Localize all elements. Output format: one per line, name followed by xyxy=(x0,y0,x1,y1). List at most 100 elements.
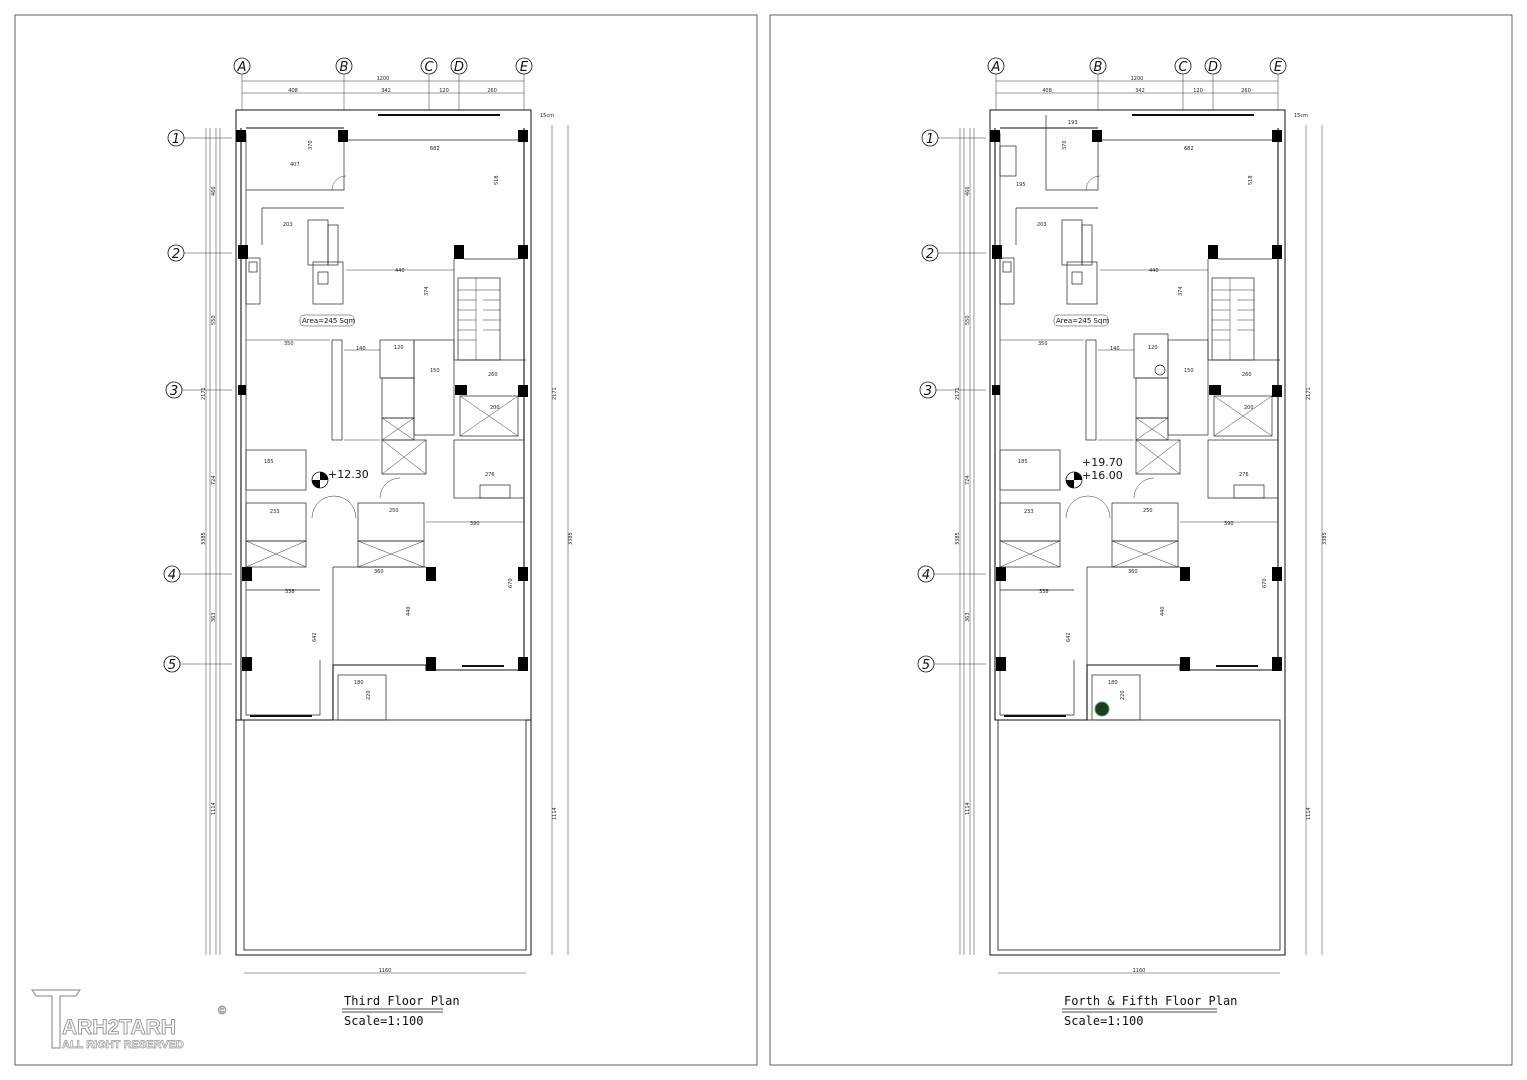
svg-text:©: © xyxy=(218,1005,226,1017)
svg-text:1200: 1200 xyxy=(1131,76,1144,82)
svg-text:140: 140 xyxy=(1110,346,1120,352)
svg-text:518: 518 xyxy=(1248,175,1254,185)
svg-text:466: 466 xyxy=(965,186,971,196)
svg-text:3385: 3385 xyxy=(201,532,207,545)
svg-text:390: 390 xyxy=(470,521,480,527)
svg-text:4: 4 xyxy=(168,568,176,583)
svg-text:342: 342 xyxy=(1135,88,1145,94)
svg-text:374: 374 xyxy=(1178,286,1184,296)
svg-text:1: 1 xyxy=(926,132,934,147)
grid-column-b-2: B xyxy=(1089,57,1107,110)
svg-text:670: 670 xyxy=(1262,578,1268,588)
svg-text:408: 408 xyxy=(1042,88,1052,94)
svg-text:2: 2 xyxy=(926,247,934,262)
svg-text:4: 4 xyxy=(922,568,930,583)
svg-text:120: 120 xyxy=(1193,88,1203,94)
grid-column-c-2: C xyxy=(1174,57,1192,110)
level-marker: +12.30 xyxy=(311,468,369,489)
svg-text:670: 670 xyxy=(508,578,514,588)
top-dim-1: 408 xyxy=(288,88,298,94)
svg-text:150: 150 xyxy=(430,368,440,374)
svg-text:ARH2TARH: ARH2TARH xyxy=(62,1016,176,1039)
brand-logo: ARH2TARH ALL RIGHT RESERVED © xyxy=(30,989,226,1051)
grid-column-c: C xyxy=(420,57,438,110)
grid-column-a: A xyxy=(233,57,251,110)
svg-text:550: 550 xyxy=(965,315,971,325)
svg-text:203: 203 xyxy=(1037,222,1047,228)
svg-text:3385: 3385 xyxy=(1322,532,1328,545)
svg-text:15cm: 15cm xyxy=(1294,113,1308,119)
grid-column-a-2: A xyxy=(987,57,1005,110)
svg-text:5: 5 xyxy=(922,658,930,673)
svg-text:260: 260 xyxy=(1241,88,1251,94)
grid-column-e-2: E xyxy=(1269,57,1287,110)
svg-text:440: 440 xyxy=(1160,606,1166,616)
svg-text:200: 200 xyxy=(1244,405,1254,411)
svg-text:+16.00: +16.00 xyxy=(1082,469,1123,482)
bottom-dim: 1160 xyxy=(379,968,392,974)
svg-text:233: 233 xyxy=(1024,509,1034,515)
area-label: Area=245 Sqm xyxy=(302,317,355,325)
svg-text:363: 363 xyxy=(211,612,217,622)
svg-text:1114: 1114 xyxy=(1306,807,1312,820)
svg-text:250: 250 xyxy=(389,508,399,514)
svg-text:370: 370 xyxy=(1062,140,1068,150)
svg-text:260: 260 xyxy=(1242,372,1252,378)
svg-text:B: B xyxy=(1094,60,1103,75)
svg-text:D: D xyxy=(454,60,464,75)
svg-text:1160: 1160 xyxy=(1133,968,1146,974)
svg-text:A: A xyxy=(237,60,247,75)
svg-text:350: 350 xyxy=(1038,341,1048,347)
svg-text:440: 440 xyxy=(406,606,412,616)
svg-text:140: 140 xyxy=(356,346,366,352)
svg-text:390: 390 xyxy=(1224,521,1234,527)
plan-scale: Scale=1:100 xyxy=(344,1014,423,1028)
svg-text:2171: 2171 xyxy=(201,387,207,400)
grid-row-1: 1 xyxy=(167,129,232,147)
svg-text:2171: 2171 xyxy=(955,387,961,400)
forth-fifth-floor-plan: A B C D E 1200 408 342 120 260 xyxy=(917,57,1328,1028)
plant-icon xyxy=(1094,701,1110,717)
svg-text:195: 195 xyxy=(1016,182,1026,188)
level-marker-2: +19.70 +16.00 xyxy=(1065,456,1123,489)
svg-text:200: 200 xyxy=(490,405,500,411)
svg-text:642: 642 xyxy=(1066,632,1072,642)
svg-text:185: 185 xyxy=(264,459,274,465)
grid-column-e: E xyxy=(515,57,533,110)
svg-text:374: 374 xyxy=(424,286,430,296)
svg-text:120: 120 xyxy=(394,345,404,351)
svg-text:407: 407 xyxy=(290,162,300,168)
svg-text:220: 220 xyxy=(366,690,372,700)
third-floor-plan: A B C D E 1200 408 342 120 260 xyxy=(163,57,574,1028)
top-dim-4: 260 xyxy=(487,88,497,94)
svg-text:180: 180 xyxy=(1108,680,1118,686)
svg-text:+19.70: +19.70 xyxy=(1082,456,1123,469)
svg-text:185: 185 xyxy=(1018,459,1028,465)
grid-row-1-2: 1 xyxy=(921,129,986,147)
plan-scale-2: Scale=1:100 xyxy=(1064,1014,1143,1028)
svg-text:350: 350 xyxy=(284,341,294,347)
svg-text:3385: 3385 xyxy=(568,532,574,545)
svg-text:276: 276 xyxy=(1239,472,1249,478)
svg-text:250: 250 xyxy=(1143,508,1153,514)
svg-text:233: 233 xyxy=(270,509,280,515)
svg-text:1: 1 xyxy=(172,132,180,147)
wall-note: 15cm xyxy=(540,113,554,119)
area-label-2: Area=245 Sqm xyxy=(1056,317,1109,325)
svg-text:642: 642 xyxy=(312,632,318,642)
svg-text:2171: 2171 xyxy=(552,387,558,400)
svg-text:440: 440 xyxy=(1149,268,1159,274)
grid-row-3-2: 3 xyxy=(919,381,986,399)
svg-text:D: D xyxy=(1208,60,1218,75)
svg-text:E: E xyxy=(1274,60,1283,75)
plan-title-2: Forth & Fifth Floor Plan xyxy=(1064,994,1237,1008)
svg-text:724: 724 xyxy=(211,475,217,485)
svg-text:E: E xyxy=(520,60,529,75)
svg-text:C: C xyxy=(1178,60,1188,75)
svg-text:203: 203 xyxy=(283,222,293,228)
grid-row-5: 5 xyxy=(163,655,232,673)
top-dim-3: 120 xyxy=(439,88,449,94)
grid-row-2: 2 xyxy=(167,244,232,262)
svg-text:5: 5 xyxy=(168,658,176,673)
svg-text:2: 2 xyxy=(172,247,180,262)
